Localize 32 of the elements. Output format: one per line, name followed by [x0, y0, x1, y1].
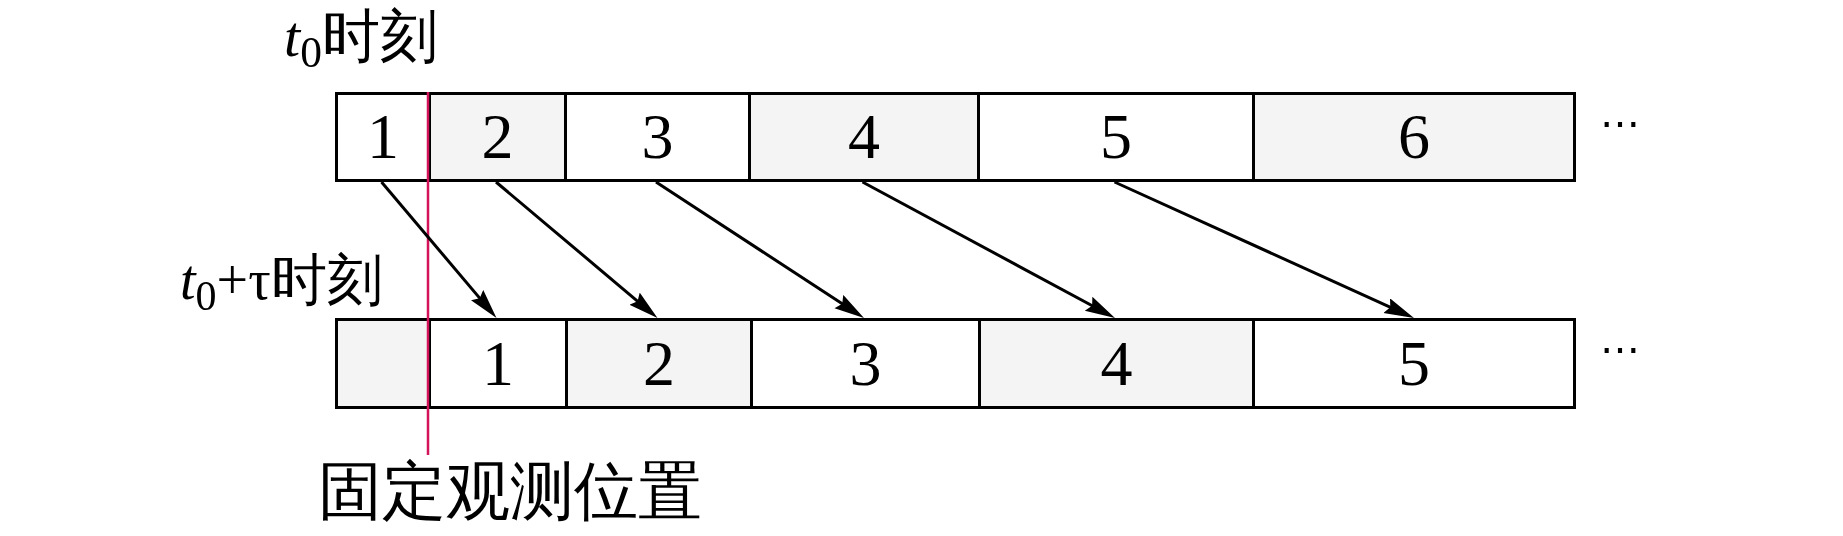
cell-number: 6: [1398, 105, 1430, 169]
arrow: [655, 180, 864, 318]
cell-number: 1: [482, 331, 514, 396]
arrow: [380, 181, 497, 318]
arrow: [495, 180, 658, 318]
time-label: t$_{0}$时刻: [284, 8, 438, 66]
sequence-cell: [564, 92, 748, 182]
cell-number: 4: [1100, 331, 1133, 396]
cell-number: 3: [641, 105, 674, 169]
sequence-cell: [428, 318, 565, 409]
sequence-cell: [1252, 318, 1576, 409]
observation-position-label: 固定观测位置: [318, 460, 702, 524]
arrow: [861, 180, 1115, 318]
ellipsis: ⋯: [1600, 104, 1640, 144]
time-label: t$_{0}$+τ时刻: [180, 252, 383, 308]
sequence-cell: [750, 318, 978, 409]
ellipsis: ⋯: [1600, 330, 1640, 370]
sequence-cell: [748, 92, 977, 182]
cell-number: 2: [481, 105, 514, 169]
sequence-cell: [1252, 92, 1576, 182]
arrow: [1113, 180, 1414, 318]
cell-number: 1: [367, 105, 399, 169]
sequence-cell: [978, 318, 1252, 409]
cell-number: 5: [1398, 331, 1430, 396]
sequence-cell: [565, 318, 750, 409]
cell-number: 5: [1100, 105, 1132, 169]
sequence-cell: [428, 92, 564, 182]
cell-number: 2: [643, 331, 675, 396]
cell-number: 3: [849, 331, 882, 396]
cell-number: 4: [848, 105, 880, 169]
sequence-cell: [335, 92, 428, 182]
sequence-cell: [977, 92, 1252, 182]
